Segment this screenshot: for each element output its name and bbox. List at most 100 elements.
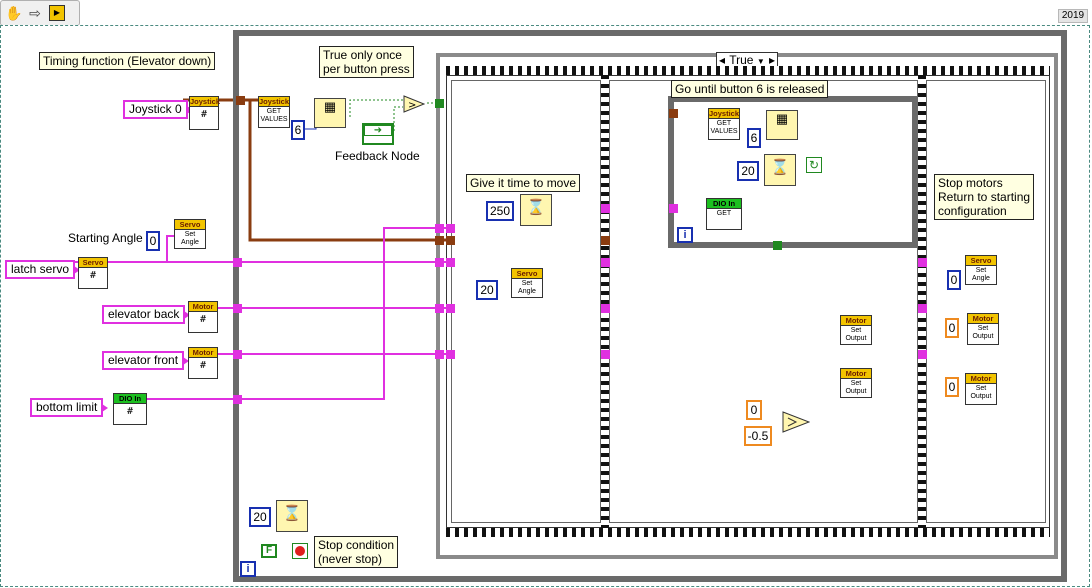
tunnel-elevator-front [233, 350, 242, 359]
sequence-frame-divider-1 [601, 75, 609, 528]
servo-header: Servo [175, 220, 205, 230]
button-index-constant-2[interactable]: 6 [747, 128, 761, 148]
refnum-icon: # [89, 270, 97, 281]
seq-tunnel-dio-1 [446, 224, 455, 233]
motor-back-open-vi[interactable]: Motor# [188, 301, 218, 333]
sequence-frame-divider-2 [918, 75, 926, 528]
motor-header: Motor [841, 369, 871, 379]
seq-tunnel-joy-2 [601, 236, 610, 245]
joystick-control[interactable]: Joystick 0 [123, 100, 193, 119]
motor-header: Motor [968, 314, 998, 324]
seq-tunnel-latch-3 [918, 258, 927, 267]
labview-icon: ▶ [49, 5, 65, 21]
case-selector-value: True [729, 53, 754, 67]
starting-angle-label: Starting Angle [68, 231, 143, 245]
sequence-filmstrip-bottom [446, 528, 1050, 537]
seq-tunnel-latch-1 [446, 258, 455, 267]
toolbar: ✋ ⇨ ▶ [0, 0, 80, 26]
inner-loop-tunnel-dio [669, 204, 678, 213]
case-tunnel-front [435, 350, 444, 359]
set-angle-label: Set Angle [518, 280, 536, 295]
comment-true-once: True only once per button press [319, 46, 414, 78]
case-tunnel-back [435, 304, 444, 313]
wait-20-inner-constant[interactable]: 20 [737, 161, 759, 181]
refnum-icon: # [199, 360, 207, 371]
case-selector-tunnel [435, 99, 444, 108]
wait-20-main-constant[interactable]: 20 [249, 507, 271, 527]
comment-give-time: Give it time to move [466, 174, 581, 192]
sequence-filmstrip-top [446, 66, 1050, 75]
comment-stop-condition: Stop condition (never stop) [314, 536, 399, 568]
false-constant[interactable]: F [261, 544, 277, 558]
set-output-label: Set Output [970, 385, 992, 400]
select-icon[interactable] [782, 408, 811, 436]
seq-tunnel-back-2 [601, 304, 610, 313]
servo-open-vi[interactable]: Servo# [78, 257, 108, 289]
button-index-constant-1[interactable]: 6 [291, 120, 305, 140]
refnum-icon: # [199, 314, 207, 325]
motor-stop-constant-1[interactable]: 0 [945, 318, 959, 338]
wait-ms-icon[interactable]: ⌛ [764, 154, 796, 186]
refnum-icon: # [200, 109, 208, 120]
hand-icon[interactable]: ✋ [5, 5, 23, 21]
set-angle-label: Set Angle [181, 231, 199, 246]
inner-iteration-terminal: i [677, 227, 693, 243]
seq-tunnel-dio-2 [601, 204, 610, 213]
zero-constant[interactable]: 0 [746, 400, 762, 420]
wait-250-constant[interactable]: 250 [486, 201, 514, 221]
sequence-frame-3[interactable] [926, 80, 1046, 523]
elevator-front-control[interactable]: elevator front [102, 351, 190, 370]
elevator-back-control[interactable]: elevator back [102, 305, 191, 324]
get-label: GET [716, 210, 732, 217]
servo-header: Servo [966, 256, 996, 266]
motor-front-open-vi[interactable]: Motor# [188, 347, 218, 379]
servo-angle-20-constant[interactable]: 20 [476, 280, 498, 300]
motor-header: Motor [966, 374, 996, 384]
set-output-label: Set Output [845, 327, 867, 342]
get-values-label: GET VALUES [260, 108, 288, 123]
feedback-arrow-icon: ➜ [364, 125, 392, 136]
feedback-node[interactable]: ➜ [362, 123, 394, 145]
case-next-arrow[interactable]: ▸ [768, 53, 776, 67]
version-badge: 2019 [1058, 9, 1088, 23]
index-array-icon[interactable]: ▦ [766, 110, 798, 140]
starting-angle-constant[interactable]: 0 [146, 231, 160, 251]
inner-while-loop[interactable] [668, 96, 918, 248]
joystick-open-vi[interactable]: Joystick# [189, 96, 220, 130]
sequence-structure[interactable] [446, 75, 1050, 528]
wait-ms-icon[interactable]: ⌛ [276, 500, 308, 532]
seq-tunnel-front-3 [918, 350, 927, 359]
tunnel-joystick [236, 96, 245, 105]
joystick-header: Joystick [259, 97, 290, 107]
stop-terminal-icon[interactable] [292, 543, 308, 559]
get-values-label: GET VALUES [710, 120, 738, 135]
comment-go-until: Go until button 6 is released [671, 80, 829, 98]
wait-ms-icon[interactable]: ⌛ [520, 194, 552, 226]
motor-stop-constant-2[interactable]: 0 [945, 377, 959, 397]
greater-than-icon[interactable]: > [403, 95, 426, 113]
dio-open-vi[interactable]: DIO In# [113, 393, 147, 425]
case-prev-arrow[interactable]: ◂ [718, 53, 726, 67]
run-arrow-icon[interactable]: ⇨ [29, 5, 41, 21]
servo-reset-constant[interactable]: 0 [947, 270, 961, 290]
loop-condition-icon[interactable]: ↻ [806, 157, 822, 173]
bottom-limit-control[interactable]: bottom limit [30, 398, 109, 417]
index-array-icon[interactable]: ▦ [314, 98, 346, 128]
sequence-frame-1[interactable] [451, 80, 601, 523]
case-tunnel-joystick [435, 236, 444, 245]
neg-half-constant[interactable]: -0.5 [744, 426, 772, 446]
tunnel-bottom-limit [233, 395, 242, 404]
latch-servo-control[interactable]: latch servo [5, 260, 81, 279]
chevron-down-icon[interactable]: ▼ [756, 57, 765, 66]
seq-tunnel-front-1 [446, 350, 455, 359]
